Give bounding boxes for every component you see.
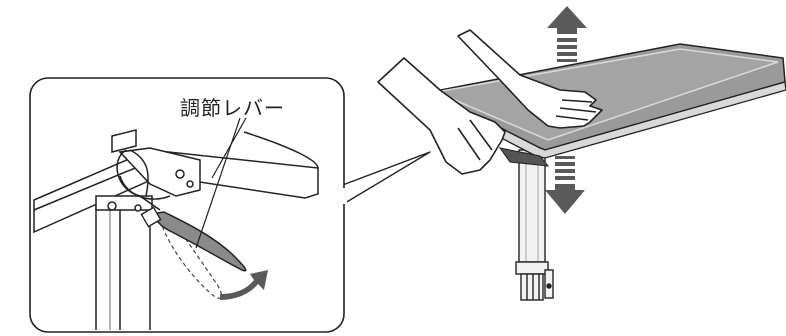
arrow-up-icon [547, 6, 587, 62]
overbed-table [378, 6, 786, 300]
arrow-down-icon [545, 156, 585, 214]
table-column [516, 150, 553, 300]
lever-callout-label: 調節レバー [180, 92, 285, 121]
